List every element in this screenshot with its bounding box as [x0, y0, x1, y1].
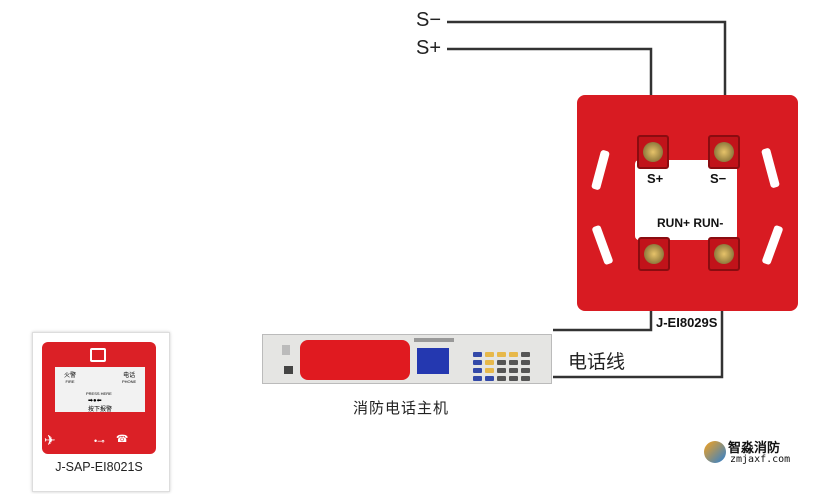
- key-icon: •⊸: [94, 436, 105, 446]
- terminal-run-minus: [708, 237, 740, 271]
- base-center: [635, 160, 737, 240]
- handset-icon: ☎: [116, 434, 129, 445]
- terminal-run-plus: [638, 237, 670, 271]
- press-here-label: PRESS HERE: [86, 391, 112, 396]
- terminal-label-run: RUN+ RUN-: [657, 216, 724, 230]
- bird-logo-icon: ✈: [44, 432, 56, 448]
- terminal-label-s-minus: S−: [710, 171, 727, 186]
- s-plus-label: S+: [416, 37, 442, 59]
- pull-station-window: [55, 367, 145, 412]
- panel-title: [414, 338, 454, 342]
- house-alarm-icon: [90, 348, 106, 362]
- logo-url: zmjaxf.com: [730, 454, 791, 465]
- port-icon: [284, 366, 293, 374]
- terminal-label-s-plus: S+: [647, 171, 664, 186]
- logo-icon: [704, 441, 726, 463]
- terminal-s-plus: [637, 135, 669, 169]
- module-model: J-EI8029S: [656, 315, 718, 330]
- lcd-screen: [417, 348, 449, 374]
- jack-icon: [282, 345, 290, 355]
- phone-handset: [300, 340, 410, 380]
- phone-line-label: 电话线: [568, 352, 626, 373]
- logo-name: 智淼消防: [728, 440, 781, 455]
- press-cn-label: 按下报警: [88, 407, 113, 413]
- pull-station-model: J-SAP-EI8021S: [55, 460, 143, 474]
- phone-host-caption: 消防电话主机: [353, 400, 450, 417]
- keypad: [473, 352, 530, 381]
- terminal-s-minus: [708, 135, 740, 169]
- s-minus-label: S−: [416, 9, 442, 31]
- arrow-icon: ➡●⬅: [88, 398, 102, 404]
